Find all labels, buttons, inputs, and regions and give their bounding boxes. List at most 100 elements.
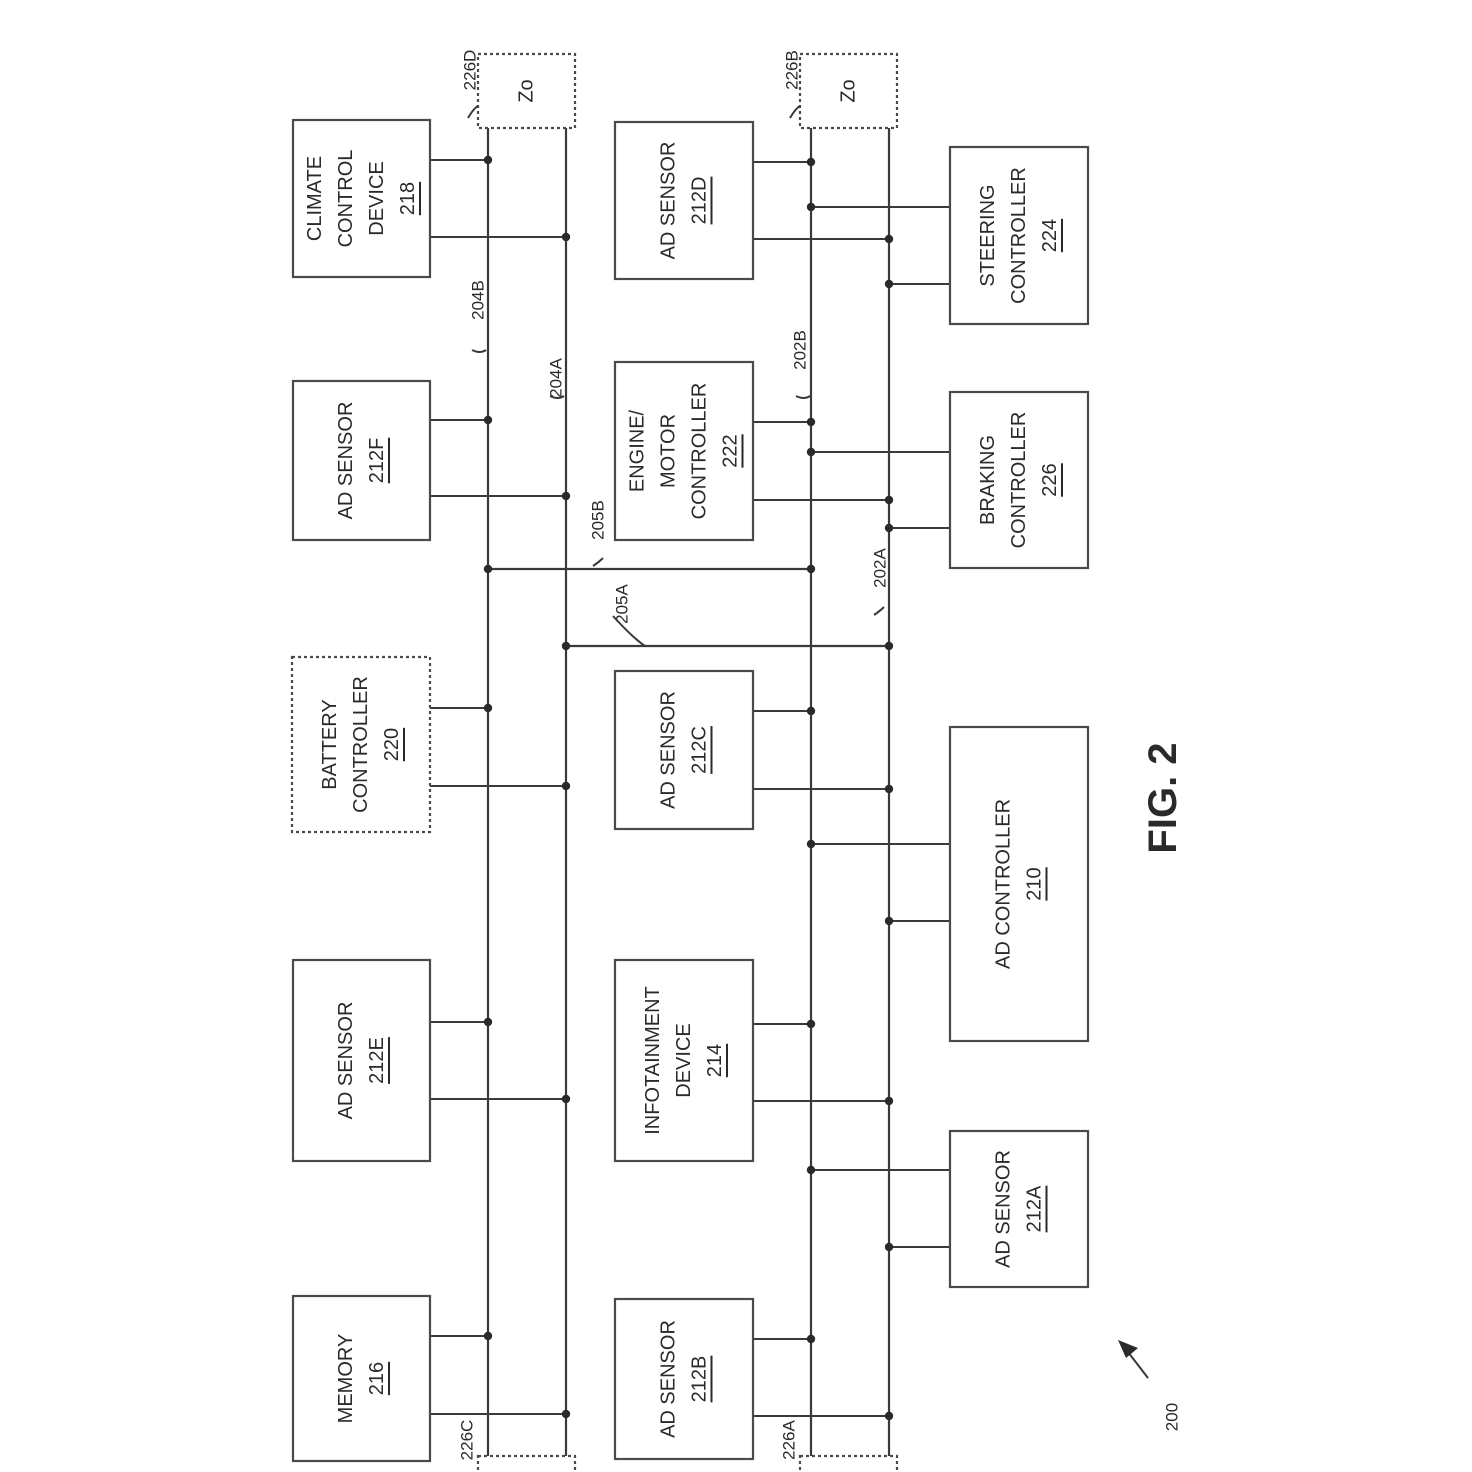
ad-sensor-212c-ref: 212C <box>689 726 711 774</box>
braking-controller-box: BRAKING CONTROLLER 226 <box>948 390 1090 570</box>
callout-leader <box>873 606 885 616</box>
memory-frame <box>291 1294 432 1463</box>
junction-dot <box>806 157 816 167</box>
ad-controller-ref: 210 <box>1024 867 1046 900</box>
ad-sensor-212f-label: AD SENSOR <box>335 402 357 520</box>
ad-sensor-212e-frame <box>291 958 432 1163</box>
callout-leader <box>789 105 801 119</box>
junction-dot <box>561 641 571 651</box>
ad-sensor-212d-box: AD SENSOR 212D <box>613 120 755 281</box>
junction-dot <box>806 706 816 716</box>
ad-sensor-212a-ref: 212A <box>1024 1185 1046 1232</box>
junction-dot <box>884 1411 894 1421</box>
engine-motor-controller-ref: 222 <box>720 434 742 467</box>
steering-controller-label: CONTROLLER <box>1008 167 1030 304</box>
ad-sensor-212b-frame <box>613 1297 755 1461</box>
junction-dot <box>483 703 493 713</box>
junction-dot <box>806 839 816 849</box>
ad-sensor-212d-ref: 212D <box>689 177 711 225</box>
connection-stubs <box>430 159 950 1417</box>
memory-ref: 216 <box>366 1362 388 1395</box>
callout-202b: 202B <box>791 330 810 370</box>
ad-sensor-212e-box: AD SENSOR 212E <box>291 958 432 1163</box>
callout-leader <box>471 349 487 353</box>
callout-226b: 226B <box>783 50 802 90</box>
battery-controller-ref: 220 <box>381 728 403 761</box>
callout-leader <box>612 615 646 647</box>
battery-controller-frame <box>290 655 432 834</box>
ad-sensor-212b-label: AD SENSOR <box>658 1320 680 1438</box>
ad-sensor-212a-frame <box>948 1129 1090 1289</box>
ad-sensor-212b-box: AD SENSOR 212B <box>613 1297 755 1461</box>
terminator-226b-frame <box>798 52 899 130</box>
junction-dot <box>561 781 571 791</box>
engine-motor-controller-frame <box>613 360 755 542</box>
callout-leader <box>467 105 479 119</box>
callout-205b: 205B <box>589 500 608 540</box>
braking-controller-ref: 226 <box>1039 463 1061 496</box>
ad-sensor-212e-ref: 212E <box>366 1037 388 1084</box>
junction-dots <box>483 155 894 1421</box>
steering-controller-box: STEERING CONTROLLER 224 <box>948 145 1090 326</box>
braking-controller-label: BRAKING <box>977 435 999 525</box>
climate-control-device-label: CLIMATE <box>304 156 326 241</box>
braking-controller-label: CONTROLLER <box>1008 412 1030 549</box>
arrowhead-icon <box>1118 1340 1138 1358</box>
junction-dot <box>806 202 816 212</box>
junction-dot <box>884 234 894 244</box>
infotainment-device-ref: 214 <box>704 1044 726 1077</box>
callout-205a: 205A <box>613 583 632 623</box>
ad-sensor-212e-label: AD SENSOR <box>335 1002 357 1120</box>
infotainment-device-label: DEVICE <box>673 1023 695 1097</box>
junction-dot <box>561 1409 571 1419</box>
steering-controller-frame <box>948 145 1090 326</box>
climate-control-device-label: DEVICE <box>366 161 388 235</box>
engine-motor-controller-label: CONTROLLER <box>689 383 711 520</box>
junction-dot <box>806 564 816 574</box>
system-ref-label: 200 <box>1163 1403 1182 1431</box>
junction-dot <box>806 417 816 427</box>
ad-sensor-212d-label: AD SENSOR <box>658 142 680 260</box>
memory-label: MEMORY <box>335 1334 357 1424</box>
climate-control-device-label: CONTROL <box>335 150 357 248</box>
terminator-226a-frame <box>798 1454 899 1472</box>
infotainment-device-frame <box>613 958 755 1163</box>
steering-controller-label: STEERING <box>977 184 999 286</box>
junction-dot <box>483 415 493 425</box>
junction-dot <box>884 916 894 926</box>
junction-dot <box>483 155 493 165</box>
callout-leader <box>592 557 604 567</box>
terminator-226b-box: Zo <box>798 52 899 130</box>
junction-dot <box>884 523 894 533</box>
ad-sensor-212a-label: AD SENSOR <box>993 1150 1015 1268</box>
junction-dot <box>561 491 571 501</box>
ad-sensor-212a-box: AD SENSOR 212A <box>948 1129 1090 1289</box>
junction-dot <box>884 641 894 651</box>
junction-dot <box>884 1096 894 1106</box>
ad-controller-frame <box>948 725 1090 1043</box>
engine-motor-controller-box: ENGINE/MOTOR CONTROLLER 222 <box>613 360 755 542</box>
engine-motor-controller-label: MOTOR <box>658 414 680 488</box>
junction-dot <box>483 1017 493 1027</box>
engine-motor-controller-label: ENGINE/ <box>627 409 649 492</box>
callout-leader <box>549 395 565 399</box>
steering-controller-ref: 224 <box>1039 219 1061 252</box>
climate-control-device-frame <box>291 118 432 279</box>
junction-dot <box>561 1094 571 1104</box>
terminator-226b-label: Zo <box>838 79 860 102</box>
system-ref-arrow <box>1127 1351 1149 1379</box>
junction-dot <box>884 279 894 289</box>
callout-204b: 204B <box>469 280 488 320</box>
ad-sensor-212b-ref: 212B <box>689 1356 711 1403</box>
terminator-226d-label: Zo <box>516 79 538 102</box>
junction-dot <box>884 784 894 794</box>
